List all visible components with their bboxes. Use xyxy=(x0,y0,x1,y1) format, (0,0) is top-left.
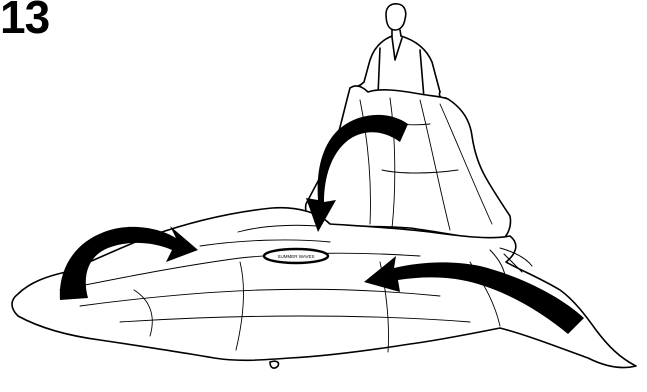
step-number: 13 xyxy=(0,0,49,40)
person-figure xyxy=(350,4,446,99)
raised-liner xyxy=(306,86,511,242)
logo-text: SUMMER WAVES xyxy=(277,254,314,259)
